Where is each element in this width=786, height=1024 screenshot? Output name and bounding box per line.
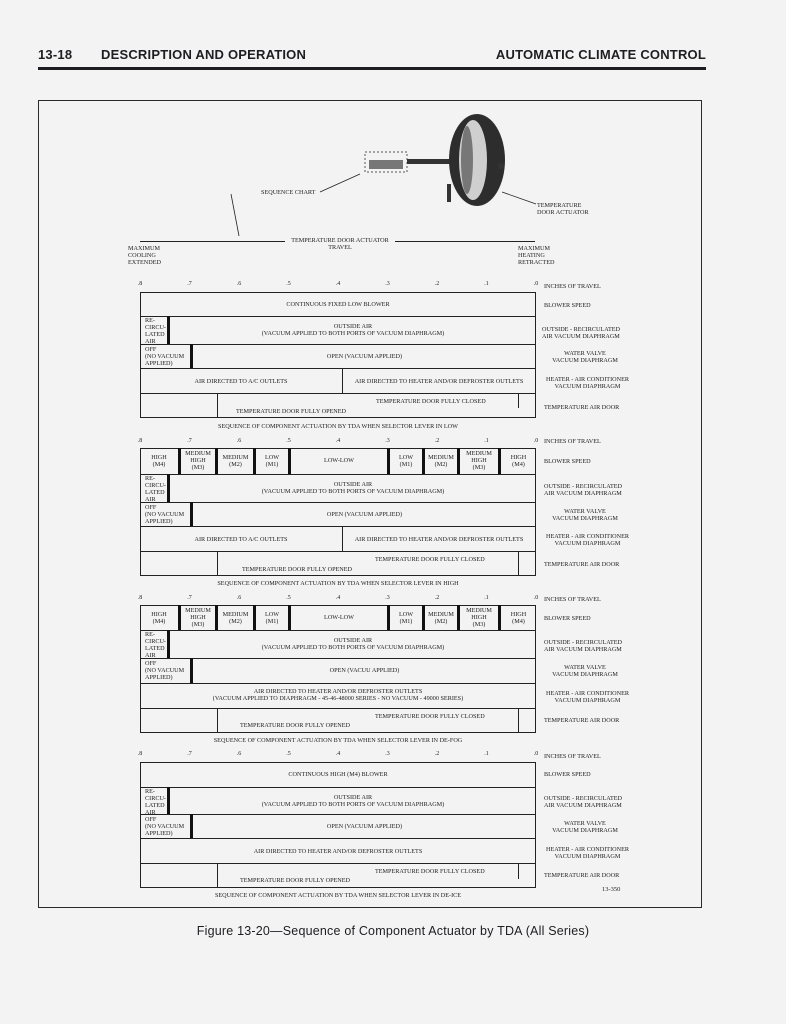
- door-opened-text: TEMPERATURE DOOR FULLY OPENED: [236, 408, 347, 415]
- blower-text: CONTINUOUS HIGH (M4) BLOWER: [288, 771, 388, 778]
- figure-number: 13-350: [602, 886, 621, 893]
- cell-low: LOW(M1): [264, 611, 280, 625]
- sequence-chart-leader: [230, 173, 361, 237]
- page-number: 13-18: [38, 47, 73, 62]
- actuator-leader: [501, 191, 537, 205]
- outside-air-text: OUTSIDE AIR(VACUUM APPLIED TO BOTH PORTS…: [261, 794, 445, 808]
- cell-low: LOW(M1): [398, 611, 414, 625]
- cell-high: HIGH(M4): [510, 454, 527, 468]
- cell-medium: MEDIUM(M2): [222, 611, 249, 625]
- header-rule: [38, 67, 706, 70]
- cell-low: LOW(M1): [264, 454, 280, 468]
- outside-air-text: OUTSIDE AIR(VACUUM APPLIED TO BOTH PORTS…: [261, 637, 445, 651]
- travel-arrow-right: [395, 241, 535, 242]
- cell-medium: MEDIUM(M2): [428, 454, 454, 468]
- heater-outlets-text: AIR DIRECTED TO HEATER AND/OR DEFROSTER …: [212, 688, 464, 702]
- door-closed-text: TEMPERATURE DOOR FULLY CLOSED: [376, 398, 486, 405]
- chart-caption: SEQUENCE OF COMPONENT ACTUATION BY TDA W…: [218, 423, 458, 430]
- outside-air-text: OUTSIDE AIR(VACUUM APPLIED TO BOTH PORTS…: [261, 481, 445, 495]
- cell-low: LOW(M1): [398, 454, 414, 468]
- cell-medium: MEDIUM(M2): [222, 454, 249, 468]
- outside-air-text: OUTSIDE AIR(VACUUM APPLIED TO BOTH PORTS…: [261, 323, 445, 337]
- section-title: DESCRIPTION AND OPERATION: [101, 47, 307, 62]
- ac-outlets-text: AIR DIRECTED TO A/C OUTLETS: [194, 378, 288, 385]
- ac-outlets-text: AIR DIRECTED TO A/C OUTLETS: [194, 536, 288, 543]
- sequence-chart-label: SEQUENCE CHART: [261, 189, 316, 196]
- chart-caption: SEQUENCE OF COMPONENT ACTUATION BY TDA W…: [213, 737, 463, 744]
- chart-caption: SEQUENCE OF COMPONENT ACTUATION BY TDA W…: [214, 892, 462, 899]
- water-valve-text: OPEN (VACUUM APPLIED): [326, 823, 403, 830]
- chapter-title: AUTOMATIC CLIMATE CONTROL: [495, 47, 706, 62]
- door-closed-text: TEMPERATURE DOOR FULLY CLOSED: [375, 868, 485, 875]
- door-opened-text: TEMPERATURE DOOR FULLY OPENED: [240, 877, 351, 884]
- cell-high: HIGH(M4): [151, 454, 167, 468]
- cell-low-low: LOW-LOW: [324, 457, 354, 464]
- heater-outlets-text: AIR DIRECTED TO HEATER AND/OR DEFROSTER …: [253, 848, 423, 855]
- heater-outlets-text: AIR DIRECTED TO HEATER AND/OR DEFROSTER …: [354, 378, 524, 385]
- figure-frame: [38, 100, 702, 908]
- water-valve-text: OPEN (VACUUM APPLIED): [326, 353, 403, 360]
- travel-arrow-left: [140, 241, 285, 242]
- cell-high: HIGH(M4): [510, 611, 527, 625]
- door-closed-text: TEMPERATURE DOOR FULLY CLOSED: [375, 713, 485, 720]
- water-valve-text: OPEN (VACUUM APPLIED): [326, 511, 403, 518]
- cell-medium: MEDIUM(M2): [428, 611, 454, 625]
- cell-low-low: LOW-LOW: [324, 614, 354, 621]
- door-opened-text: TEMPERATURE DOOR FULLY OPENED: [240, 722, 351, 729]
- water-valve-text: OPEN (VACUU APPLIED): [329, 667, 400, 674]
- door-opened-text: TEMPERATURE DOOR FULLY OPENED: [242, 566, 353, 573]
- cell-high: HIGH(M4): [151, 611, 167, 625]
- door-closed-text: TEMPERATURE DOOR FULLY CLOSED: [375, 556, 485, 563]
- actuator-illustration: [364, 114, 505, 206]
- chart-caption: SEQUENCE OF COMPONENT ACTUATION BY TDA W…: [217, 580, 459, 587]
- figure-caption: Figure 13-20—Sequence of Component Actua…: [196, 924, 590, 938]
- heater-outlets-text: AIR DIRECTED TO HEATER AND/OR DEFROSTER …: [354, 536, 524, 543]
- blower-text: CONTINUOUS FIXED LOW BLOWER: [286, 301, 390, 308]
